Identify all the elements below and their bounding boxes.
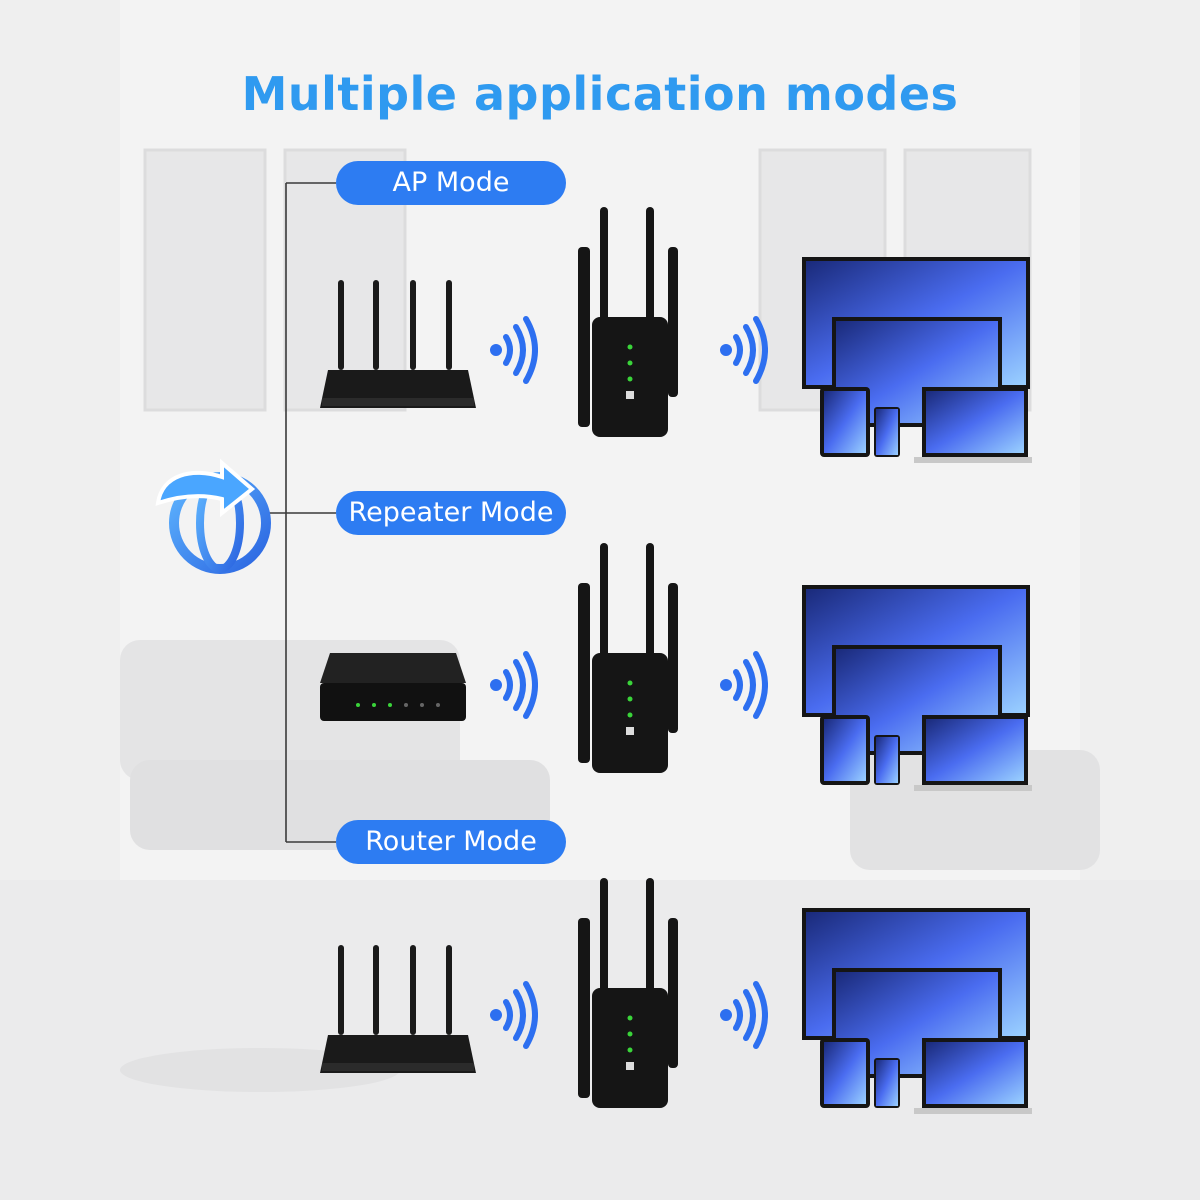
mode-label-ap: AP Mode: [336, 161, 566, 205]
wifi-signal-icon: [720, 316, 768, 384]
mode-row-ap: [0, 205, 1200, 505]
devices-icon: [802, 908, 1032, 1114]
devices-icon: [802, 585, 1032, 791]
devices-icon: [802, 257, 1032, 463]
mode-label-router: Router Mode: [336, 820, 566, 864]
mode-row-repeater: [0, 535, 1200, 835]
globe-arrow-icon: [155, 458, 271, 574]
mode-label-repeater: Repeater Mode: [336, 491, 566, 535]
router-icon: [320, 945, 476, 1073]
router-icon: [320, 280, 476, 408]
wifi-signal-icon: [720, 651, 768, 719]
wifi-extender-icon: [578, 878, 678, 1108]
mode-row-router: [0, 870, 1200, 1170]
wifi-signal-icon: [490, 651, 538, 719]
page-title: Multiple application modes: [241, 66, 959, 121]
network-switch-icon: [320, 653, 466, 721]
wifi-signal-icon: [720, 981, 768, 1049]
wifi-extender-icon: [578, 543, 678, 773]
wifi-extender-icon: [578, 207, 678, 437]
wifi-signal-icon: [490, 981, 538, 1049]
wifi-signal-icon: [490, 316, 538, 384]
